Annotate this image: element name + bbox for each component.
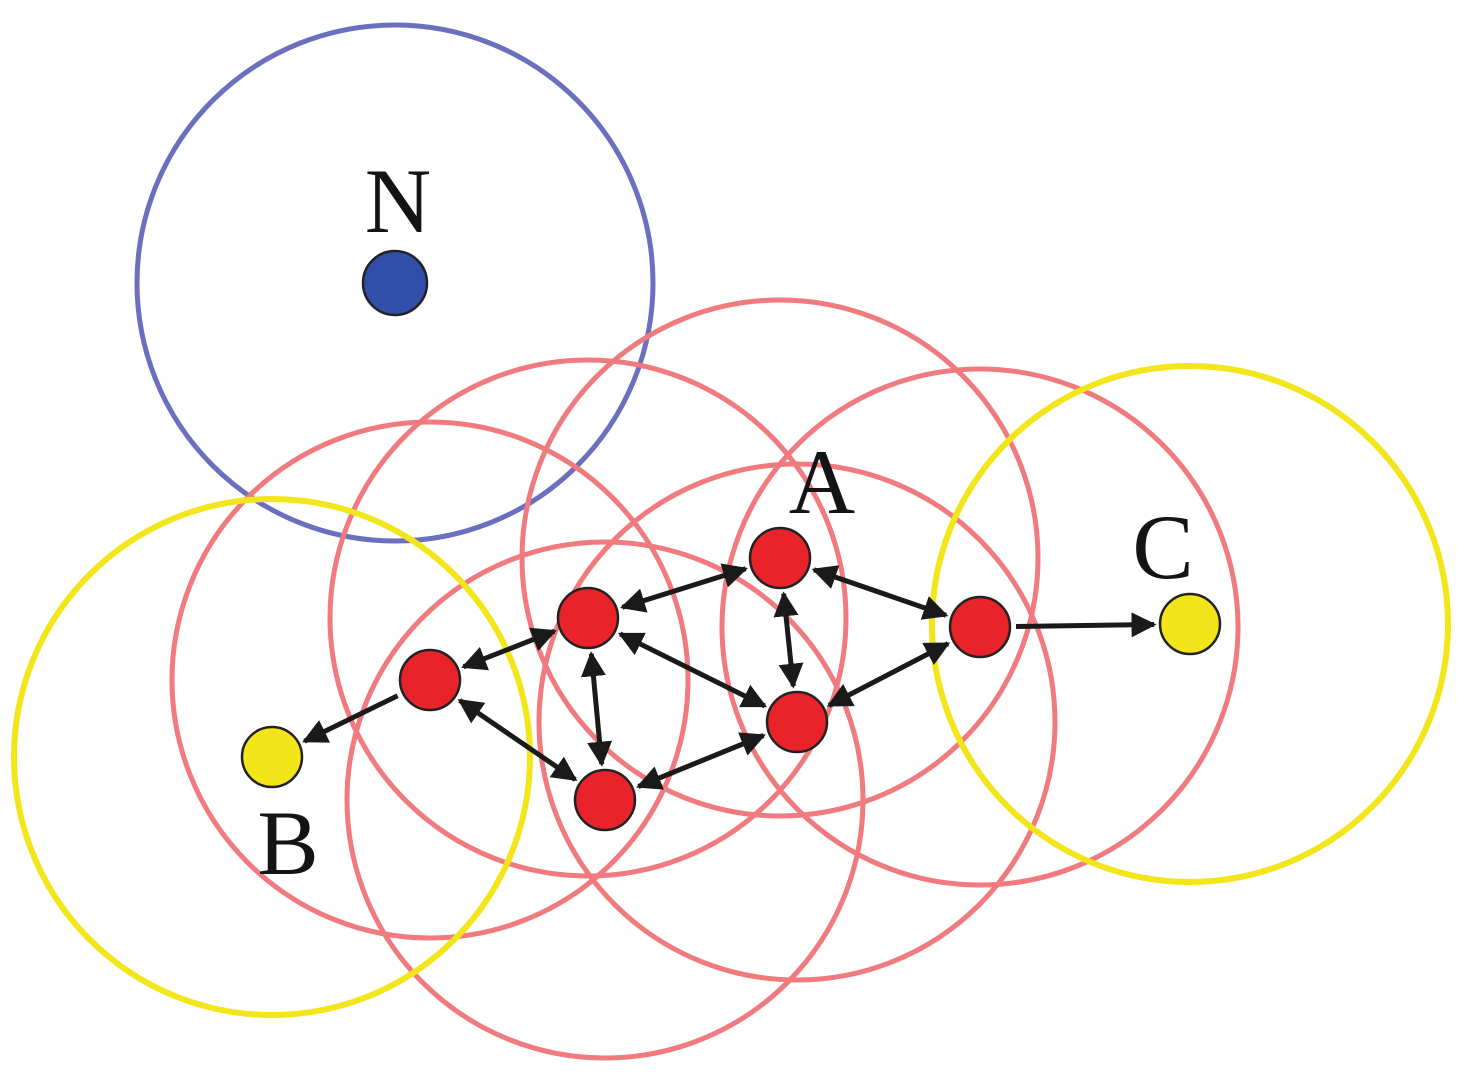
neighborhood-rings [11,22,1451,1061]
arrow-p2-to-p3 [580,651,613,767]
reachability-arrows [302,563,1157,790]
arrow-p1-to-b [302,693,399,744]
border-point-c [1158,592,1222,656]
arrow-p1-to-p3 [457,698,578,782]
point-labels: N A B C [257,150,1193,894]
core-neighborhood-ring-a [519,297,1041,819]
arrow-p3-to-p5 [636,732,766,790]
label-border-point-b: B [257,792,318,894]
label-border-point-c: C [1132,496,1193,598]
border-point-b [240,725,304,789]
core-neighborhood-ring-p6 [719,366,1241,888]
core-point-p1 [398,648,462,712]
data-points [240,249,1222,832]
core-point-p3 [573,768,637,832]
core-point-p2 [556,586,620,650]
arrow-a-to-p5 [773,591,804,689]
label-core-point-a: A [789,431,855,533]
noise-neighborhood-ring-n [134,22,656,544]
arrow-a-to-p6 [811,565,949,620]
arrow-p2-to-p5 [617,631,768,709]
core-point-p5 [765,690,829,754]
arrow-p5-to-p6 [826,641,951,708]
core-point-p6 [948,595,1012,659]
core-point-a [748,526,812,590]
label-noise-point: N [365,150,431,252]
arrow-p6-to-c [1015,612,1157,638]
arrow-p2-to-a [620,563,748,613]
arrow-p1-to-p2 [461,627,557,671]
border-neighborhood-ring-c [929,363,1451,885]
noise-point-n [361,249,429,317]
